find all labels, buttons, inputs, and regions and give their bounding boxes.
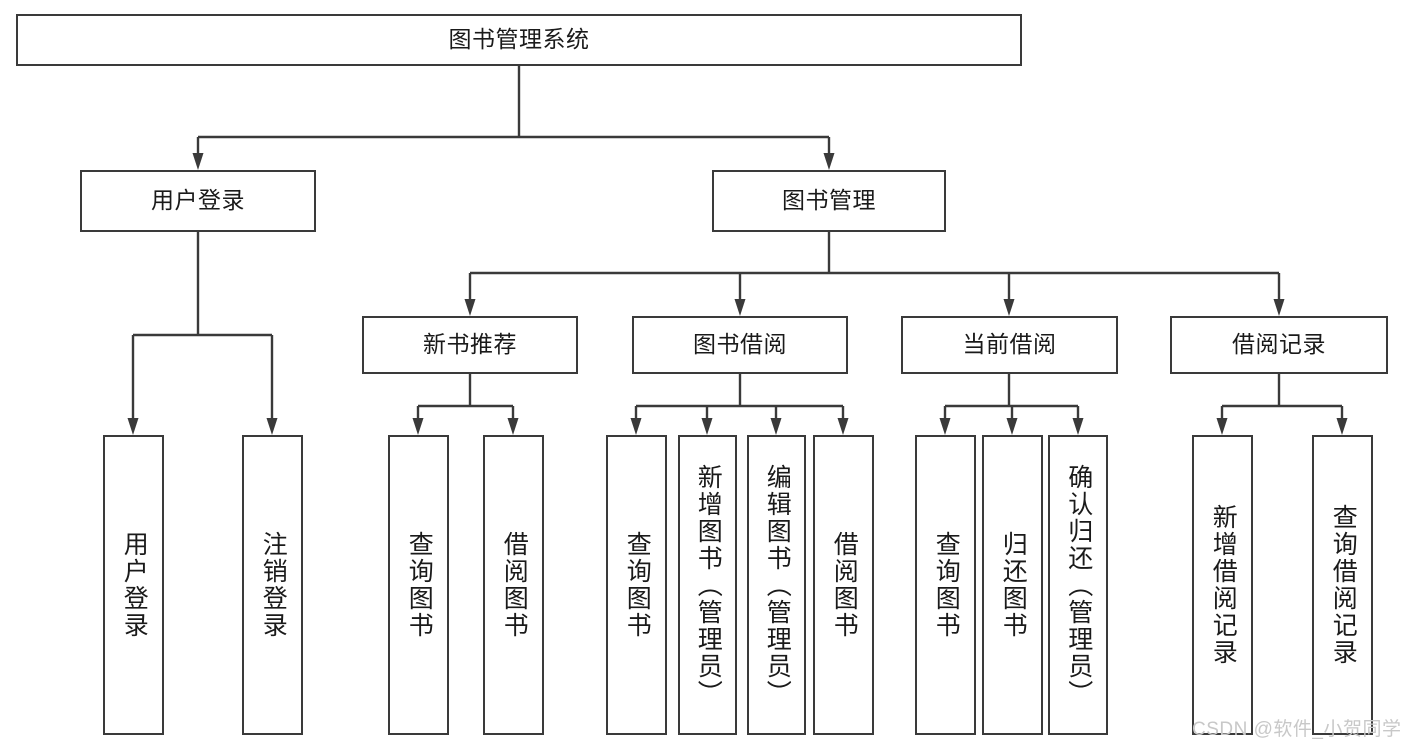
arrowhead-icon [464, 299, 476, 316]
node-label: 编辑图书（管理员） [763, 463, 792, 707]
arrowhead-icon [1336, 418, 1348, 435]
arrowhead-icon [266, 418, 278, 435]
node-label: 归还图书 [999, 531, 1028, 639]
node-leaf-query-book-1: 查询图书 [388, 435, 449, 735]
node-leaf-query-book-3: 查询图书 [915, 435, 976, 735]
arrowhead-icon [823, 153, 835, 170]
arrowhead-icon [701, 418, 713, 435]
node-label: 确认归还（管理员） [1064, 463, 1093, 707]
arrowhead-icon [507, 418, 519, 435]
node-label: 查询图书 [405, 531, 434, 639]
node-label: 用户登录 [151, 187, 245, 214]
node-label: 新增借阅记录 [1209, 504, 1238, 666]
node-leaf-add-book: 新增图书（管理员） [678, 435, 737, 735]
node-root-system: 图书管理系统 [16, 14, 1022, 66]
node-leaf-user-logout: 注销登录 [242, 435, 303, 735]
node-label: 查询图书 [932, 531, 961, 639]
arrowhead-icon [1003, 299, 1015, 316]
arrowhead-icon [412, 418, 424, 435]
arrowhead-icon [127, 418, 139, 435]
node-label: 图书管理 [782, 187, 876, 214]
node-book-borrow: 图书借阅 [632, 316, 848, 374]
arrowhead-icon [192, 153, 204, 170]
node-leaf-borrow-book-2: 借阅图书 [813, 435, 874, 735]
node-book-manage: 图书管理 [712, 170, 946, 232]
node-user-login: 用户登录 [80, 170, 316, 232]
node-label: 注销登录 [259, 531, 288, 639]
node-label: 新书推荐 [423, 331, 517, 358]
node-label: 图书借阅 [693, 331, 787, 358]
arrowhead-icon [630, 418, 642, 435]
arrowhead-icon [837, 418, 849, 435]
arrowhead-icon [770, 418, 782, 435]
node-label: 借阅图书 [500, 531, 529, 639]
node-label: 查询图书 [623, 531, 652, 639]
node-leaf-query-record: 查询借阅记录 [1312, 435, 1373, 735]
node-label: 图书管理系统 [448, 26, 590, 53]
node-new-book-recommend: 新书推荐 [362, 316, 578, 374]
node-leaf-confirm-return: 确认归还（管理员） [1048, 435, 1108, 735]
node-label: 用户登录 [120, 531, 149, 639]
node-label: 借阅记录 [1232, 331, 1326, 358]
arrowhead-icon [939, 418, 951, 435]
node-leaf-return-book: 归还图书 [982, 435, 1043, 735]
node-label: 新增图书（管理员） [694, 463, 723, 707]
node-leaf-edit-book: 编辑图书（管理员） [747, 435, 806, 735]
node-leaf-user-login: 用户登录 [103, 435, 164, 735]
node-borrow-record: 借阅记录 [1170, 316, 1388, 374]
arrowhead-icon [1273, 299, 1285, 316]
arrowhead-icon [1072, 418, 1084, 435]
watermark-text: CSDN @软件_小贺同学 [1192, 719, 1402, 740]
arrowhead-icon [734, 299, 746, 316]
node-label: 当前借阅 [962, 331, 1057, 358]
node-label: 借阅图书 [830, 531, 859, 639]
node-label: 查询借阅记录 [1329, 504, 1358, 666]
node-current-borrow: 当前借阅 [901, 316, 1118, 374]
arrowhead-icon [1216, 418, 1228, 435]
node-leaf-borrow-book-1: 借阅图书 [483, 435, 544, 735]
node-leaf-query-book-2: 查询图书 [606, 435, 667, 735]
arrowhead-icon [1006, 418, 1018, 435]
node-leaf-add-record: 新增借阅记录 [1192, 435, 1253, 735]
